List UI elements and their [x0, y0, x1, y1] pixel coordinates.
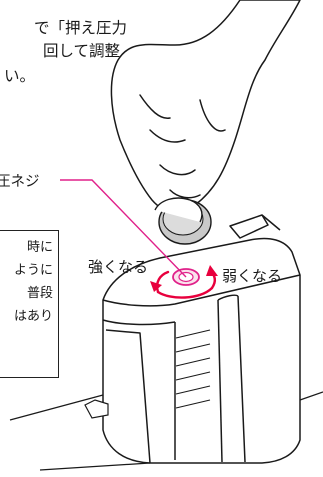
arrow-left-icon	[150, 281, 162, 292]
machine-body	[102, 214, 301, 464]
note-line-2: ように	[13, 263, 53, 278]
callout-leader-line	[60, 179, 187, 278]
note-line-4: はあり	[13, 309, 53, 324]
coin-illustration	[154, 197, 212, 245]
arrow-right-icon	[206, 265, 218, 276]
table-line	[9, 391, 323, 471]
instruction-line-1: で「押え圧力	[34, 19, 128, 37]
instruction-line-2: 回して調整	[43, 42, 121, 60]
finger-illustration	[110, 0, 301, 213]
instruction-line-3: い。	[4, 67, 36, 85]
label-weaker: 弱くなる	[222, 267, 283, 285]
note-line-3: 普段	[26, 286, 53, 301]
note-box: 時に ように 普段 はあり	[0, 230, 59, 378]
screw-label: 圧ネジ	[0, 174, 40, 190]
note-line-1: 時に	[26, 240, 53, 255]
label-stronger: 強くなる	[88, 258, 149, 276]
